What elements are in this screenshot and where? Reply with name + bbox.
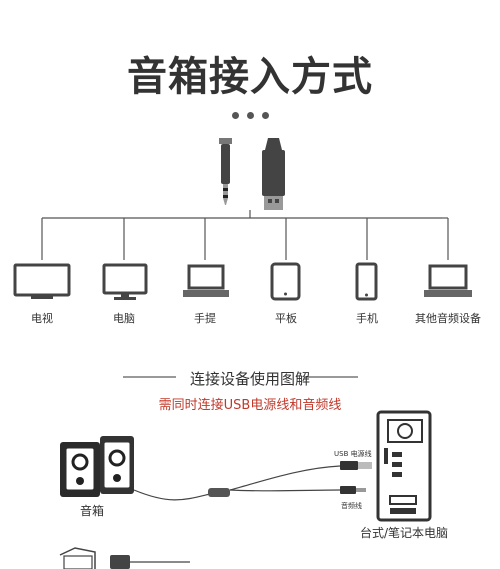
- divider-dots: [0, 104, 500, 123]
- audio-jack-icon: [219, 138, 232, 205]
- device-label-tablet: 平板: [275, 312, 297, 325]
- audio-cable-label: 音频线: [341, 502, 362, 510]
- section-subtitle: 需同时连接USB电源线和音频线: [158, 398, 342, 413]
- phone-icon: [355, 262, 378, 301]
- monitor-icon: [102, 263, 148, 300]
- dot: [231, 112, 239, 119]
- dot: [261, 112, 269, 119]
- device-label-tv: 电视: [31, 312, 53, 325]
- cables: [133, 465, 341, 501]
- section-title: 连接设备使用图解: [189, 370, 310, 388]
- device-label-laptop: 手提: [194, 312, 216, 325]
- pc-label: 台式/笔记本电脑: [360, 526, 449, 540]
- speaker-label: 音箱: [80, 504, 105, 518]
- laptop-icon: [183, 264, 229, 297]
- usb-plug-icon: [262, 138, 285, 210]
- page-title: 音箱接入方式: [127, 54, 373, 100]
- inline-switch: [208, 488, 230, 497]
- audio-jack-icon: [340, 486, 366, 494]
- usb-plug-icon: [340, 461, 372, 470]
- device-label-phone: 手机: [356, 312, 378, 325]
- usb-cable-label: USB 电源线: [334, 450, 372, 458]
- laptop-icon: [424, 264, 472, 297]
- tablet-icon: [270, 262, 301, 301]
- device-label-computer: 电脑: [113, 312, 135, 325]
- speaker-icon: [60, 436, 134, 497]
- tree-lines: [41, 210, 449, 260]
- desktop-pc-icon: [376, 410, 432, 522]
- tv-icon: [13, 263, 71, 299]
- device-label-other: 其他音频设备: [415, 312, 481, 325]
- dot: [246, 112, 254, 119]
- bottom-device-icon: [59, 547, 190, 569]
